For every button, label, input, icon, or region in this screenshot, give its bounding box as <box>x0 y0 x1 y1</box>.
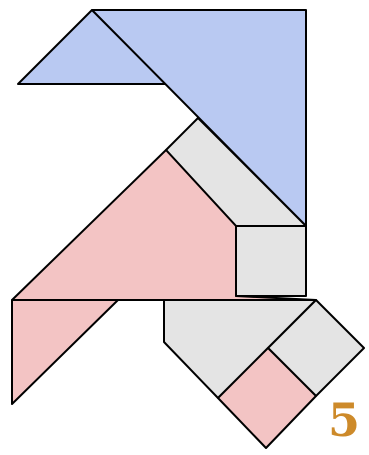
gray-square <box>236 226 306 296</box>
figure-number-label: 5 <box>328 393 360 447</box>
pink-quadrilateral <box>12 300 118 404</box>
